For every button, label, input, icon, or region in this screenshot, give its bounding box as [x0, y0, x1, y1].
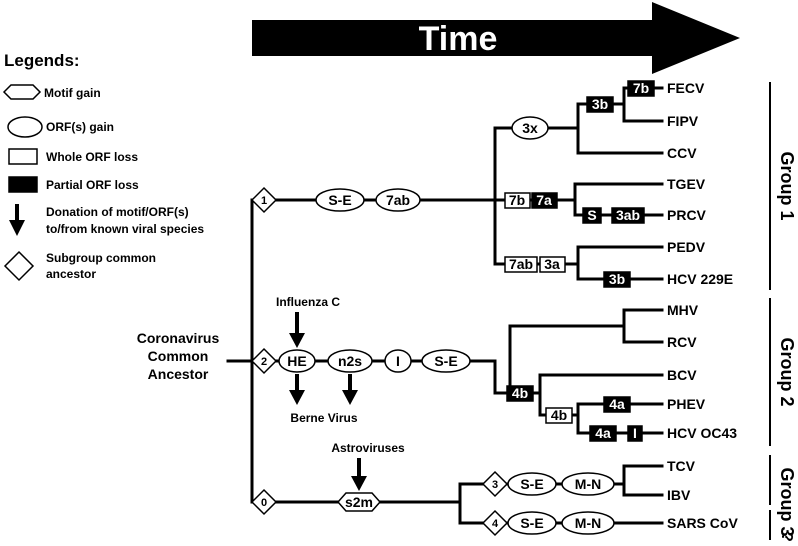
taxon-prcv: PRCV	[667, 207, 707, 223]
donor-arrow-icon	[342, 374, 358, 405]
node-3-label: 3	[492, 479, 498, 491]
node-1: 1	[250, 186, 278, 214]
event-g1-7a: 7a	[536, 192, 552, 208]
taxon-tgev: TGEV	[667, 176, 706, 192]
legend-motif-gain: Motif gain	[44, 86, 101, 100]
event-g4-mn: M-N	[575, 515, 601, 531]
event-g1-3a: 3a	[544, 256, 560, 272]
event-g1-3b-hcv: 3b	[609, 271, 625, 287]
donor-influenza: Influenza C	[276, 295, 340, 309]
event-g3-mn: M-N	[575, 476, 601, 492]
taxon-phev: PHEV	[667, 396, 706, 412]
event-g1-s: S	[587, 207, 596, 223]
time-label: Time	[419, 20, 498, 58]
event-g2-4b-inner: 4b	[551, 407, 567, 423]
group-brackets: Group 1 Group 2 Group 3 ?	[769, 82, 797, 542]
event-g1-3b: 3b	[592, 96, 608, 112]
taxon-rcv: RCV	[667, 334, 697, 350]
motif-gain-symbol	[2, 84, 42, 100]
taxon-ccv: CCV	[667, 145, 697, 161]
event-g2-n2s: n2s	[338, 353, 362, 369]
partial-orf-loss-symbol	[8, 176, 38, 193]
taxon-hcv229e: HCV 229E	[667, 271, 733, 287]
taxon-bcv: BCV	[667, 367, 697, 383]
event-g2-4b: 4b	[512, 385, 528, 401]
root-label: Coronavirus Common Ancestor	[137, 330, 220, 382]
node-3: 3	[481, 470, 509, 498]
node-4-label: 4	[492, 518, 499, 530]
legend-donation-line1: Donation of motif/ORF(s)	[46, 205, 189, 219]
group3-label: Group 3	[777, 467, 797, 536]
donor-berne: Berne Virus	[290, 411, 357, 425]
legend-ancestor-line1: Subgroup common	[46, 251, 156, 265]
taxa: FECV FIPV CCV TGEV PRCV PEDV HCV 229E MH…	[667, 80, 738, 531]
root-line1: Coronavirus	[137, 330, 220, 346]
legend-donation-line2: to/from known viral species	[46, 222, 204, 236]
taxon-fipv: FIPV	[667, 113, 699, 129]
group2-events: HE n2s I S-E 4b 4b 4a 4a I	[278, 349, 643, 442]
event-g1-7b: 7b	[509, 192, 525, 208]
legend-whole-orf-loss: Whole ORF loss	[46, 150, 138, 164]
donation-arrow-icon	[9, 204, 25, 236]
event-g1-3ab: 3ab	[616, 207, 640, 223]
node-0: 0	[250, 488, 278, 516]
group1-events: S-E 7ab 3x 3b 7b 7b 7a S 3ab 7ab 3a 3b	[315, 80, 655, 288]
root-line3: Ancestor	[148, 366, 209, 382]
event-g1-3x: 3x	[522, 120, 538, 136]
event-g0-s2m: s2m	[345, 494, 373, 510]
node-4: 4	[481, 509, 509, 537]
event-g1-se: S-E	[328, 192, 351, 208]
time-arrow: Time	[252, 2, 740, 74]
donor-arrow-icon	[289, 374, 305, 405]
legend-ancestor-line2: ancestor	[46, 267, 96, 281]
legend-title: Legends:	[4, 51, 80, 70]
taxon-pedv: PEDV	[667, 239, 706, 255]
whole-orf-loss-symbol	[8, 148, 38, 165]
event-g3-se: S-E	[520, 476, 543, 492]
taxon-sars: SARS CoV	[667, 515, 738, 531]
taxon-hcvoc43: HCV OC43	[667, 425, 737, 441]
event-g2-se: S-E	[434, 353, 457, 369]
group-unknown-label: ?	[778, 532, 795, 542]
group3-events: s2m S-E M-N S-E M-N	[336, 472, 615, 535]
root-line2: Common	[148, 348, 209, 364]
event-g2-4a-phev: 4a	[609, 396, 625, 412]
legend: Legends: Motif gain ORF(s) gain Whole OR…	[2, 51, 204, 282]
legend-orf-gain: ORF(s) gain	[46, 120, 114, 134]
node-0-label: 0	[261, 497, 267, 509]
taxon-tcv: TCV	[667, 458, 696, 474]
event-g2-i: I	[396, 353, 400, 369]
taxon-ibv: IBV	[667, 487, 691, 503]
node-1-label: 1	[261, 195, 267, 207]
donor-arrow-icon	[351, 458, 367, 491]
taxon-mhv: MHV	[667, 302, 699, 318]
event-g4-se: S-E	[520, 515, 543, 531]
donors: Influenza C Berne Virus Astroviruses	[276, 295, 405, 491]
orf-gain-symbol	[7, 116, 43, 138]
event-g1-7ab-pedv: 7ab	[509, 256, 533, 272]
event-g1-7ab: 7ab	[386, 192, 410, 208]
group2-label: Group 2	[777, 337, 797, 406]
legend-partial-orf-loss: Partial ORF loss	[46, 178, 139, 192]
taxon-fecv: FECV	[667, 80, 705, 96]
event-g2-i-hcv: I	[633, 425, 637, 441]
event-g2-4a-hcv: 4a	[595, 425, 611, 441]
donor-astro: Astroviruses	[331, 441, 405, 455]
node-2: 2	[250, 347, 278, 375]
event-g1-7b-fecv: 7b	[633, 80, 649, 96]
donor-arrow-icon	[289, 312, 305, 348]
event-g2-he: HE	[287, 353, 306, 369]
group1-label: Group 1	[777, 151, 797, 220]
node-2-label: 2	[261, 356, 267, 368]
ancestor-diamond-icon	[3, 250, 35, 282]
